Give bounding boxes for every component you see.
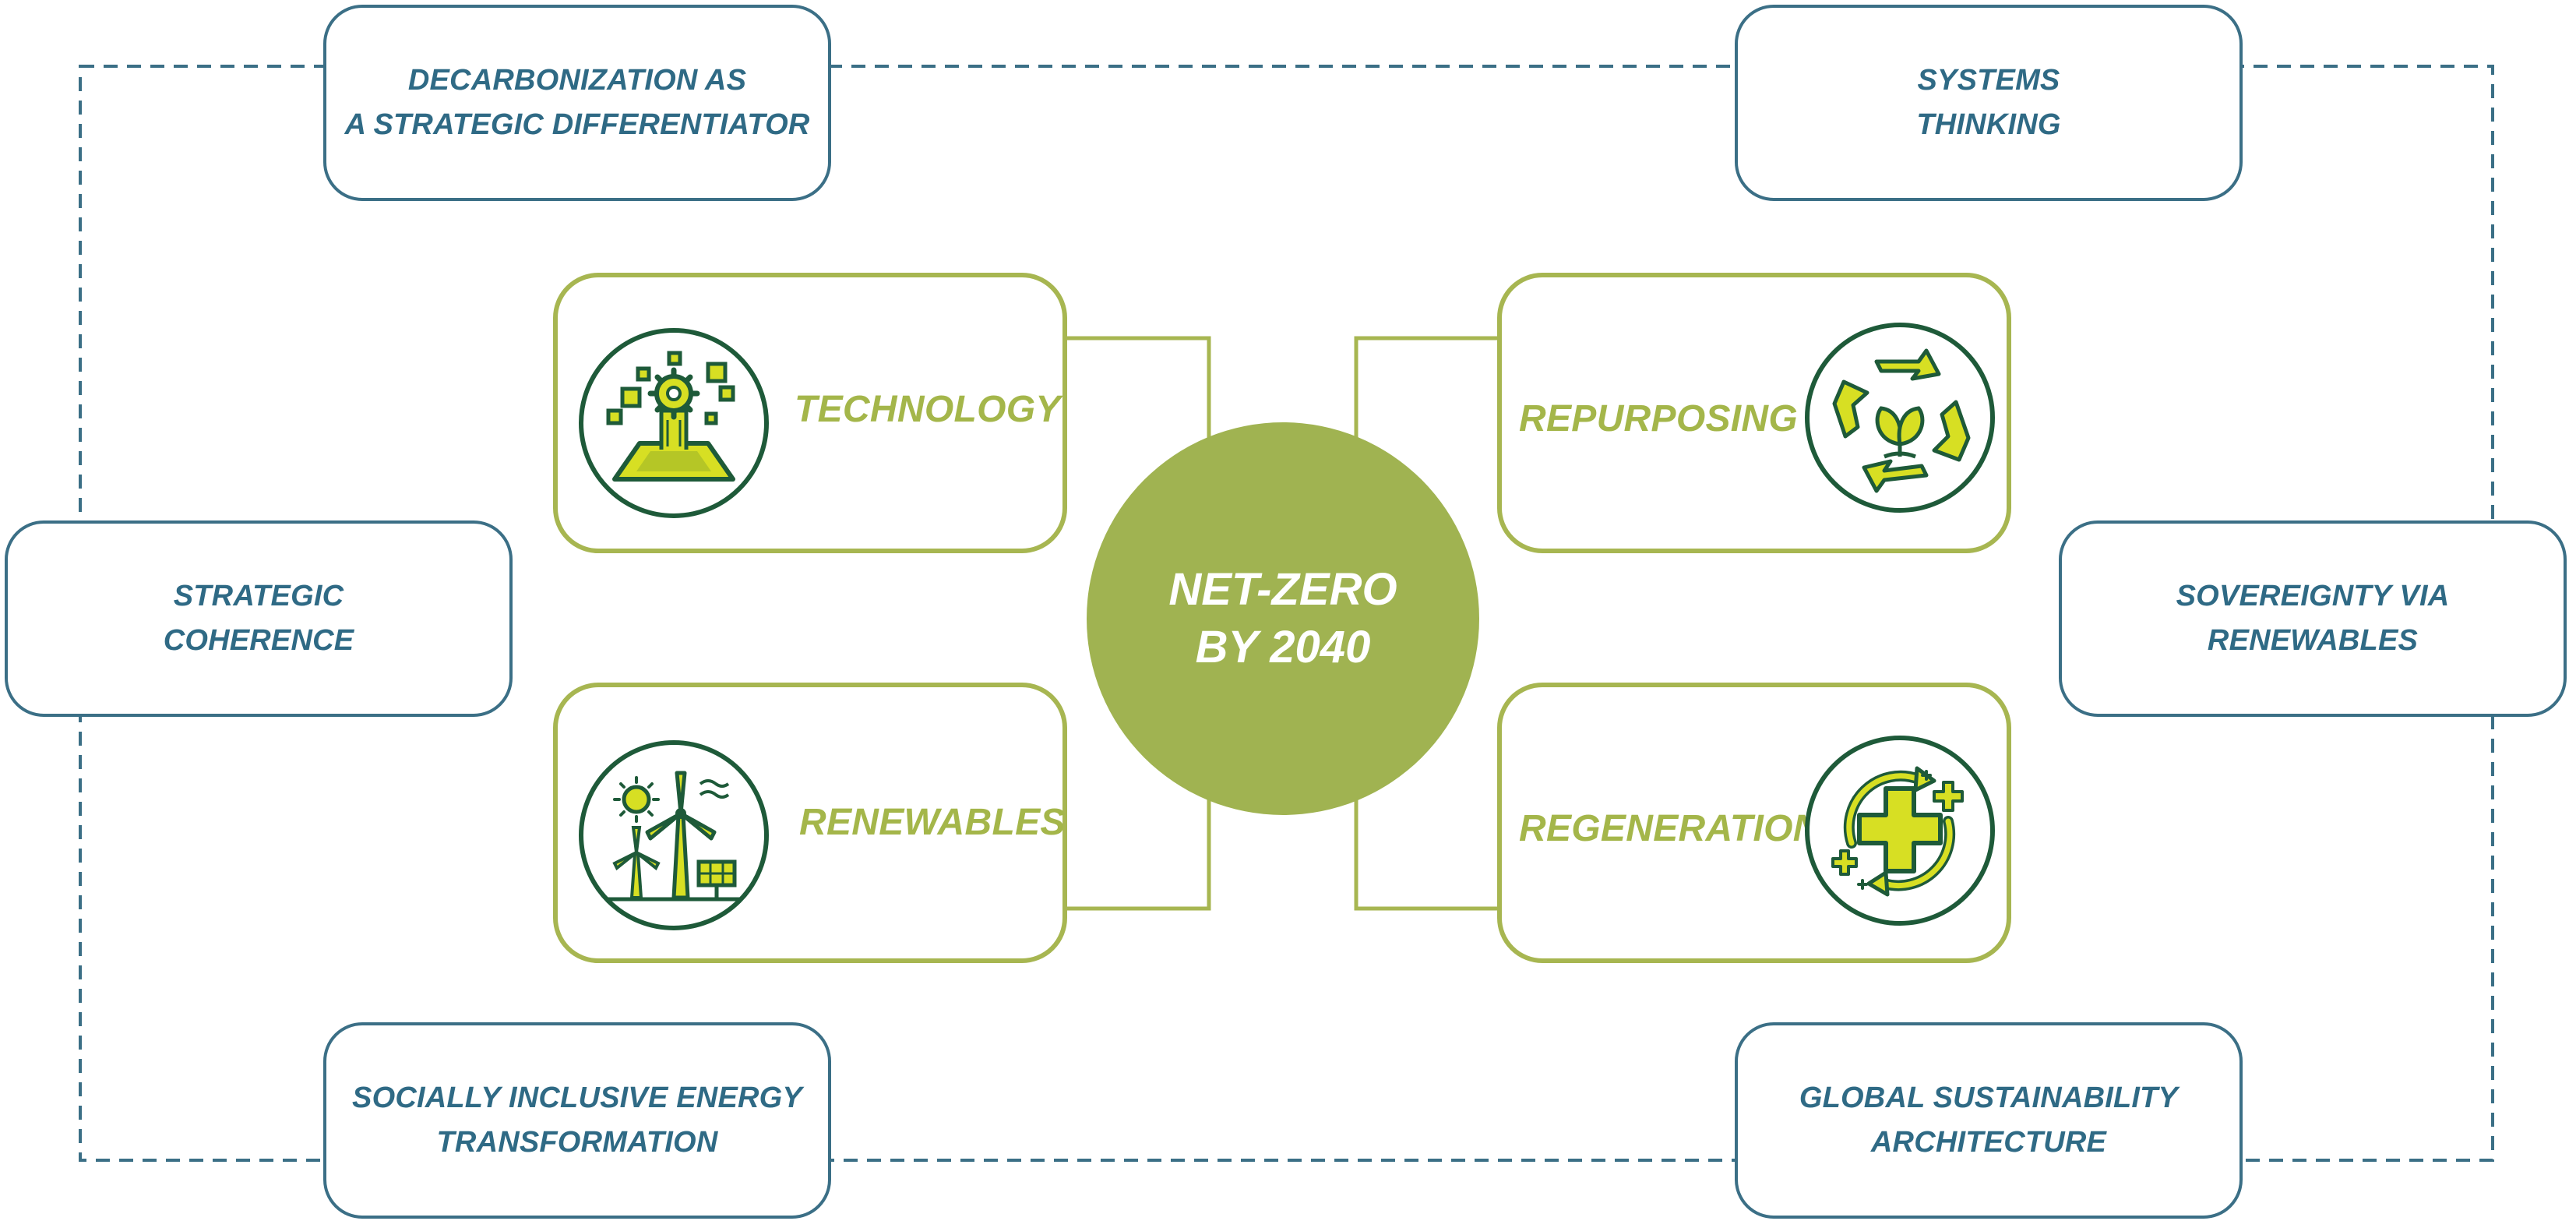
link-repurposing — [1354, 336, 1499, 438]
label-regeneration: REGENERATION — [1519, 808, 1820, 849]
hub-net-zero: NET-ZERO BY 2040 — [1087, 422, 1479, 815]
link-regeneration — [1354, 799, 1499, 911]
box-sovereignty: SOVEREIGNTY VIA RENEWABLES — [2059, 520, 2567, 717]
label-technology: TECHNOLOGY — [795, 389, 1061, 430]
label-renewables: RENEWABLES — [799, 802, 1066, 843]
box-decarbonization: DECARBONIZATION AS A STRATEGIC DIFFERENT… — [323, 5, 831, 201]
link-renewables — [1067, 799, 1211, 911]
box-socially-inclusive: SOCIALLY INCLUSIVE ENERGY TRANSFORMATION — [323, 1022, 831, 1219]
chip-gear-icon — [579, 328, 769, 518]
link-technology — [1067, 336, 1211, 438]
label-strategic-coherence: STRATEGIC COHERENCE — [163, 580, 354, 657]
label-socially-inclusive: SOCIALLY INCLUSIVE ENERGY TRANSFORMATION — [352, 1082, 802, 1159]
pillar-renewables: RENEWABLES — [553, 683, 1067, 963]
label-repurposing: REPURPOSING — [1519, 398, 1799, 439]
label-global-sustainability: GLOBAL SUSTAINABILITY ARCHITECTURE — [1799, 1082, 2179, 1159]
label-sovereignty: SOVEREIGNTY VIA RENEWABLES — [2176, 580, 2450, 657]
regeneration-cross-icon — [1805, 736, 1995, 926]
pillar-technology: TECHNOLOGY — [553, 273, 1067, 553]
wind-solar-icon — [579, 740, 769, 930]
hub-label: NET-ZERO BY 2040 — [1168, 564, 1397, 672]
label-decarbonization: DECARBONIZATION AS A STRATEGIC DIFFERENT… — [344, 64, 810, 141]
label-systems-thinking: SYSTEMS THINKING — [1916, 64, 2061, 141]
recycle-leaf-icon — [1805, 323, 1995, 513]
pillar-regeneration: REGENERATION — [1497, 683, 2011, 963]
box-systems-thinking: SYSTEMS THINKING — [1735, 5, 2243, 201]
box-strategic-coherence: STRATEGIC COHERENCE — [5, 520, 513, 717]
pillar-repurposing: REPURPOSING — [1497, 273, 2011, 553]
box-global-sustainability: GLOBAL SUSTAINABILITY ARCHITECTURE — [1735, 1022, 2243, 1219]
